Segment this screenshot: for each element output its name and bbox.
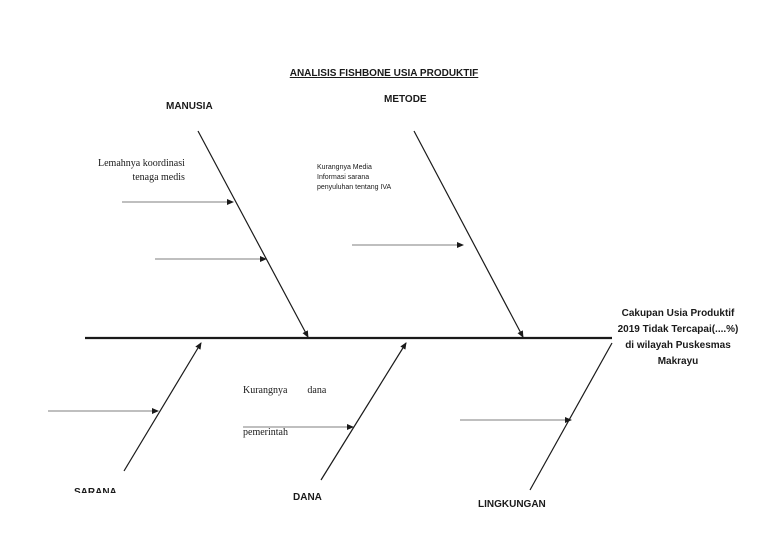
cause-text-metode: Kurangnya Media Informasi sarana penyulu… bbox=[317, 163, 391, 193]
effect-problem-statement: Cakupan Usia Produktif 2019 Tidak Tercap… bbox=[617, 308, 739, 367]
category-label-lingkungan: LINGKUNGAN bbox=[478, 499, 546, 510]
cause-line: tenaga medis bbox=[132, 172, 185, 183]
diagram-title: ANALISIS FISHBONE USIA PRODUKTIF bbox=[289, 68, 479, 79]
cause-line: Informasi sarana bbox=[317, 174, 370, 181]
bone-sarana bbox=[123, 342, 202, 472]
cause-text-manusia: Lemahnya koordinasi tenaga medis bbox=[98, 157, 185, 185]
bone-dana bbox=[320, 342, 407, 481]
bone-manusia bbox=[197, 130, 309, 338]
cause-line: penyuluhan tentang IVA bbox=[317, 184, 392, 191]
bone-metode bbox=[413, 130, 524, 338]
category-label-metode: METODE bbox=[384, 94, 427, 105]
cause-line: Kurangnya dana bbox=[243, 385, 327, 396]
cause-line: Lemahnya koordinasi bbox=[98, 158, 185, 169]
category-label-dana: DANA bbox=[293, 492, 322, 503]
category-label-cutoff: SARANA bbox=[74, 487, 117, 493]
cause-line: pemerintah bbox=[243, 427, 288, 438]
cause-text-dana: Kurangnya dana pemerintah bbox=[243, 356, 326, 454]
category-label-manusia: MANUSIA bbox=[166, 101, 213, 112]
bone-lingkungan bbox=[529, 342, 613, 491]
cause-line: Kurangnya Media bbox=[317, 164, 372, 171]
